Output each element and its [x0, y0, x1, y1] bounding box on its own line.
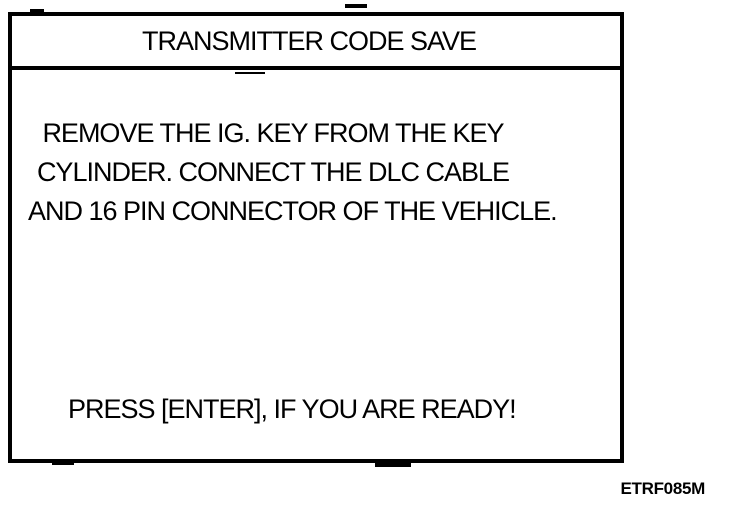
instruction-line-1: REMOVE THE IG. KEY FROM THE KEY: [42, 118, 504, 148]
figure-code-label: ETRF085M: [620, 479, 705, 498]
screen-title: TRANSMITTER CODE SAVE: [141, 25, 477, 56]
instruction-line-2: CYLINDER. CONNECT THE DLC CABLE: [36, 157, 510, 187]
scan-noise-mark: [375, 463, 411, 467]
scan-noise-mark: [30, 9, 44, 12]
scan-noise-mark: [235, 72, 265, 74]
instruction-line-3: AND 16 PIN CONNECTOR OF THE VEHICLE.: [28, 196, 558, 226]
enter-key-prompt: PRESS [ENTER], IF YOU ARE READY!: [68, 394, 517, 424]
instruction-text-block: REMOVE THE IG. KEY FROM THE KEY CYLINDER…: [28, 114, 558, 231]
scan-noise-mark: [52, 462, 74, 465]
screen-title-bar: TRANSMITTER CODE SAVE: [12, 16, 620, 70]
device-screen-frame: TRANSMITTER CODE SAVE REMOVE THE IG. KEY…: [8, 12, 624, 463]
scan-noise-mark: [345, 4, 367, 8]
